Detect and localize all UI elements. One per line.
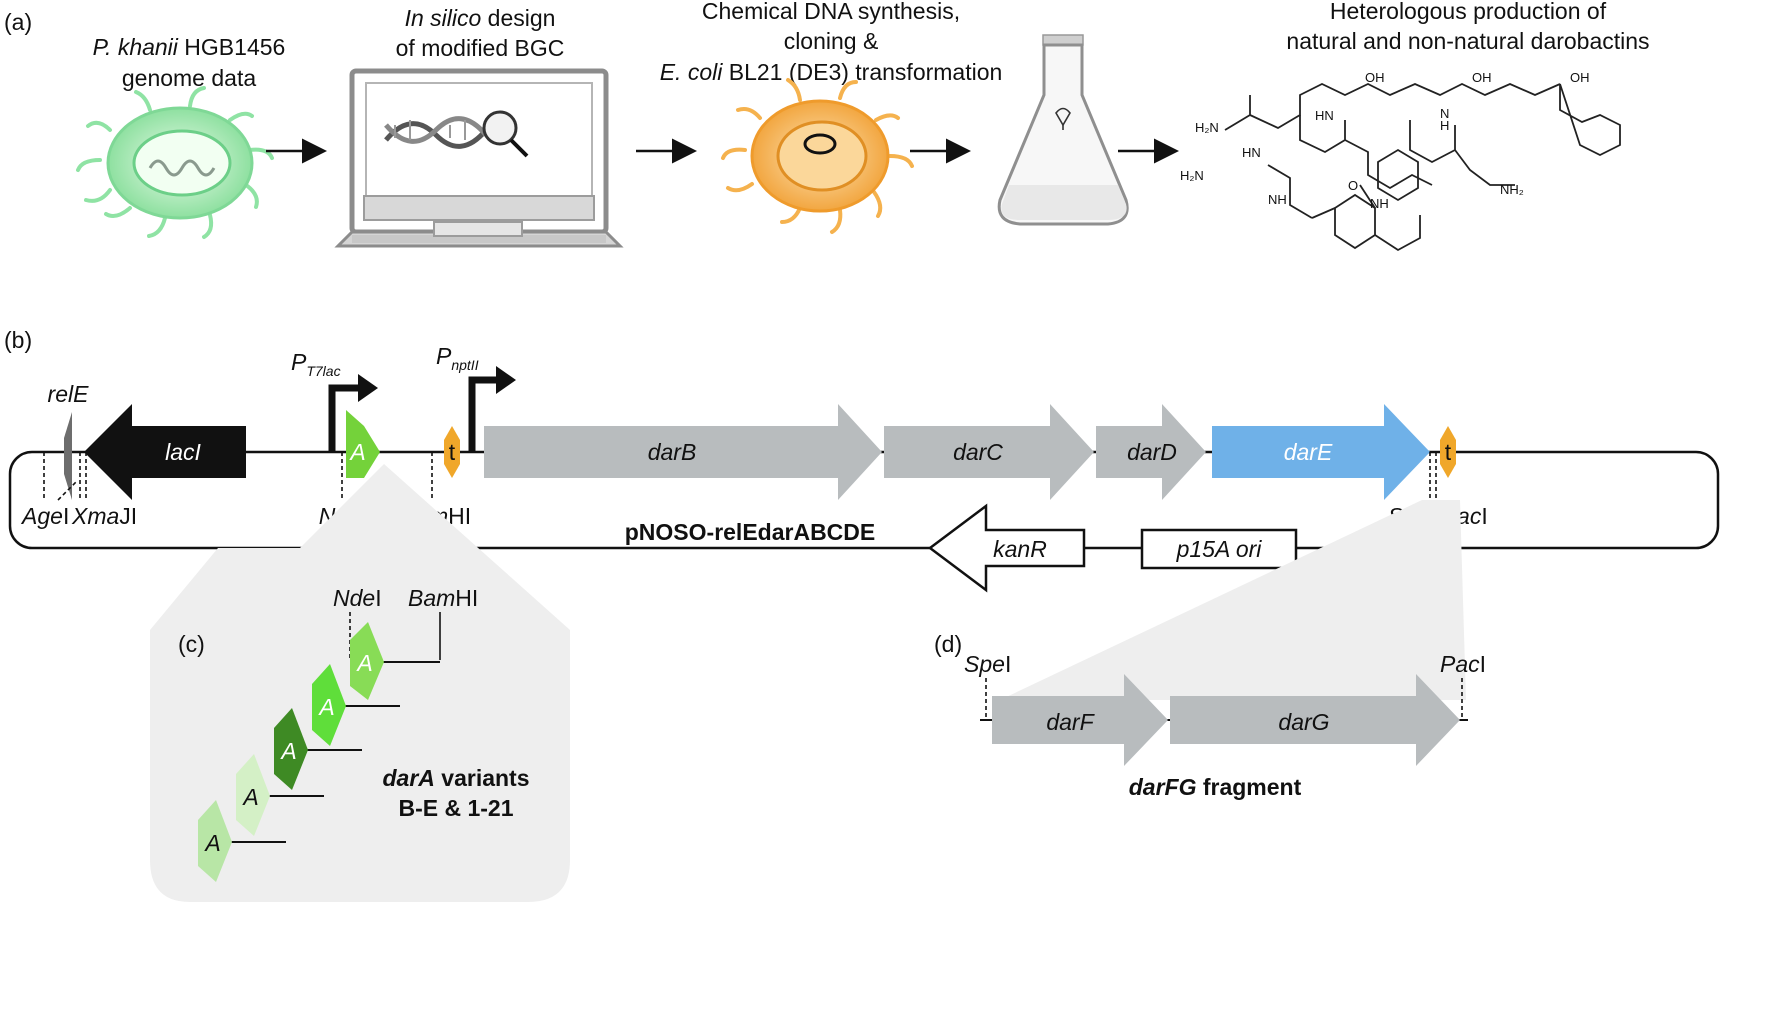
lacI-label: lacI xyxy=(165,439,201,465)
panel-d-label: (d) xyxy=(934,631,962,657)
darA-label: A xyxy=(348,439,365,465)
terminator-2-icon xyxy=(1440,426,1456,478)
flask-icon xyxy=(997,34,1129,226)
panel-a: (a) P. khanii HGB1456 genome data xyxy=(4,0,1650,252)
darobactin-structure xyxy=(1224,82,1621,252)
variant-5: A xyxy=(198,800,286,882)
darG-gene xyxy=(1170,674,1460,766)
darE-label: darE xyxy=(1284,439,1333,465)
panel-d-connector xyxy=(1000,500,1466,700)
darF-gene xyxy=(992,674,1168,766)
promoter-t7lac-label: PT7lac xyxy=(291,349,341,379)
site-xmaJI: XmaJI xyxy=(71,503,137,529)
relE-label: relE xyxy=(48,381,90,407)
panel-d-caption: darFG fragment xyxy=(1129,774,1302,800)
chem-label-nh1: NH xyxy=(1268,192,1287,207)
panel-d: (d) SpeI PacI darF darG darFG fragment xyxy=(934,500,1486,800)
svg-text:A: A xyxy=(241,784,258,810)
plasmid-name: pNOSO-relEdarABCDE xyxy=(625,519,875,545)
step1-line1: P. khanii HGB1456 xyxy=(93,34,286,60)
chem-label-h: H xyxy=(1440,118,1449,133)
panel-c-caption-line2: B-E & 1-21 xyxy=(398,795,513,821)
panel-c-label: (c) xyxy=(178,631,205,657)
promoter-nptII-icon xyxy=(468,376,498,452)
darC-gene xyxy=(884,404,1094,500)
darC-label: darC xyxy=(953,439,1003,465)
chem-label-oh3: OH xyxy=(1570,70,1590,85)
step4-line2: natural and non-natural darobactins xyxy=(1286,28,1649,54)
darB-gene xyxy=(484,404,882,500)
darA-gene xyxy=(346,426,380,498)
chem-label-n: N xyxy=(1440,106,1449,121)
bacterium-green-icon xyxy=(76,86,274,239)
step4-line1: Heterologous production of xyxy=(1330,0,1607,24)
restriction-site-marks xyxy=(43,452,1437,501)
panel-c-caption-line1: darA variants xyxy=(382,765,529,791)
panel-c-site-ndeI: NdeI xyxy=(333,585,382,611)
site-ageI: AgeI xyxy=(20,503,69,529)
svg-text:A: A xyxy=(355,650,372,676)
chem-label-o: O xyxy=(1348,178,1358,193)
chem-label-oh1: OH xyxy=(1365,70,1385,85)
darG-label: darG xyxy=(1278,709,1329,735)
svg-text:A: A xyxy=(317,694,334,720)
darF-label: darF xyxy=(1046,709,1095,735)
variant-3: A xyxy=(274,708,362,790)
step2-line1: In silico design xyxy=(405,5,556,31)
step2-line2: of modified BGC xyxy=(396,35,565,61)
darE-gene xyxy=(1212,404,1430,500)
step3-line2: cloning & xyxy=(784,28,879,54)
panel-b-label: (b) xyxy=(4,327,32,353)
chem-label-h2n-a: H₂N xyxy=(1195,120,1219,135)
bacterium-orange-icon xyxy=(721,78,914,234)
darB-label: darB xyxy=(648,439,697,465)
kanR-gene xyxy=(927,503,1086,593)
promoter-t7lac-icon xyxy=(328,384,360,452)
terminator-1-icon xyxy=(444,426,460,478)
panel-a-label: (a) xyxy=(4,9,32,35)
darD-label: darD xyxy=(1127,439,1177,465)
p15A-ori-label: p15A ori xyxy=(1176,536,1263,562)
panel-d-site-pacI: PacI xyxy=(1440,651,1486,677)
panel-d-site-speI: SpeI xyxy=(964,651,1011,677)
variant-2: A xyxy=(312,664,400,746)
relE-gene xyxy=(64,412,72,500)
panel-c-site-bamHI: BamHI xyxy=(408,585,478,611)
terminator-2-label: t xyxy=(1445,439,1452,465)
chem-label-nh2-ring: NH xyxy=(1370,196,1389,211)
step1-line2: genome data xyxy=(122,65,256,91)
svg-text:A: A xyxy=(279,738,296,764)
chem-label-nh2: NH₂ xyxy=(1500,182,1524,197)
chem-label-hn1: HN xyxy=(1242,145,1261,160)
step3-line3: E. coli BL21 (DE3) transformation xyxy=(660,59,1003,85)
step3-line1: Chemical DNA synthesis, xyxy=(702,0,960,24)
terminator-1-label: t xyxy=(449,439,456,465)
p15A-ori-box xyxy=(1140,528,1298,570)
variant-1: A xyxy=(350,622,440,700)
chem-label-h2n-b: H₂N xyxy=(1180,168,1204,183)
laptop-icon xyxy=(334,68,624,248)
chem-label-oh2: OH xyxy=(1472,70,1492,85)
lacI-gene xyxy=(84,404,246,500)
variant-4: A xyxy=(236,754,324,836)
darD-gene xyxy=(1096,404,1206,500)
svg-text:A: A xyxy=(203,830,220,856)
promoter-nptII-label: PnptII xyxy=(436,343,479,373)
panel-c: (c) NdeI BamHI A A A A A xyxy=(150,464,570,902)
chem-label-hn2: HN xyxy=(1315,108,1334,123)
kanR-label: kanR xyxy=(993,536,1047,562)
